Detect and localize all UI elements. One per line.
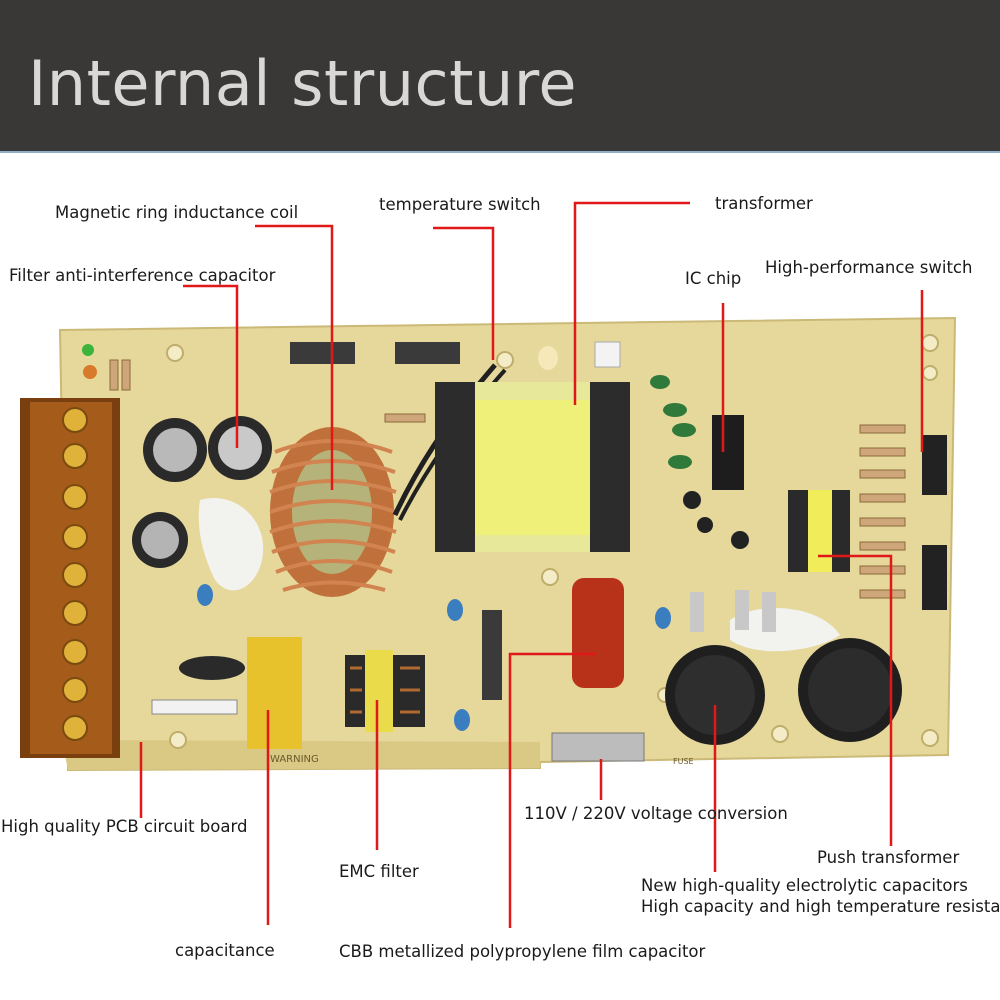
page-title: Internal structure — [28, 47, 578, 120]
push-transformer — [788, 490, 850, 572]
label-electrolytic-line2: High capacity and high temperature resis… — [641, 897, 1000, 916]
label-transformer: transformer — [715, 194, 813, 213]
pcb-warning-text: WARNING — [270, 754, 319, 765]
label-magnetic-ring-inductance-coil: Magnetic ring inductance coil — [55, 203, 299, 222]
label-high-performance-switch: High-performance switch — [765, 258, 973, 277]
label-cbb-film-capacitor: CBB metallized polypropylene film capaci… — [339, 942, 706, 961]
label-ic-chip: IC chip — [685, 269, 742, 288]
label-capacitance: capacitance — [175, 941, 275, 960]
emc-filter-component — [345, 650, 425, 732]
header-divider — [0, 151, 1000, 153]
ic-chip — [712, 415, 744, 490]
header-bar: Internal structure — [0, 0, 1000, 153]
voltage-selector — [551, 732, 645, 762]
label-pcb-circuit-board: High quality PCB circuit board — [1, 817, 248, 836]
label-voltage-conversion: 110V / 220V voltage conversion — [524, 804, 788, 823]
label-emc-filter: EMC filter — [339, 862, 419, 881]
label-push-transformer: Push transformer — [817, 848, 960, 867]
label-temperature-switch: temperature switch — [379, 195, 541, 214]
label-electrolytic-line1: New high-quality electrolytic capacitors — [641, 876, 968, 895]
main-transformer — [435, 382, 630, 552]
pcb-fuse-text: FUSE — [673, 757, 694, 766]
x-capacitor — [247, 637, 302, 749]
cbb-film-capacitor — [572, 578, 624, 688]
label-filter-anti-interference-capacitor: Filter anti-interference capacitor — [9, 266, 276, 285]
